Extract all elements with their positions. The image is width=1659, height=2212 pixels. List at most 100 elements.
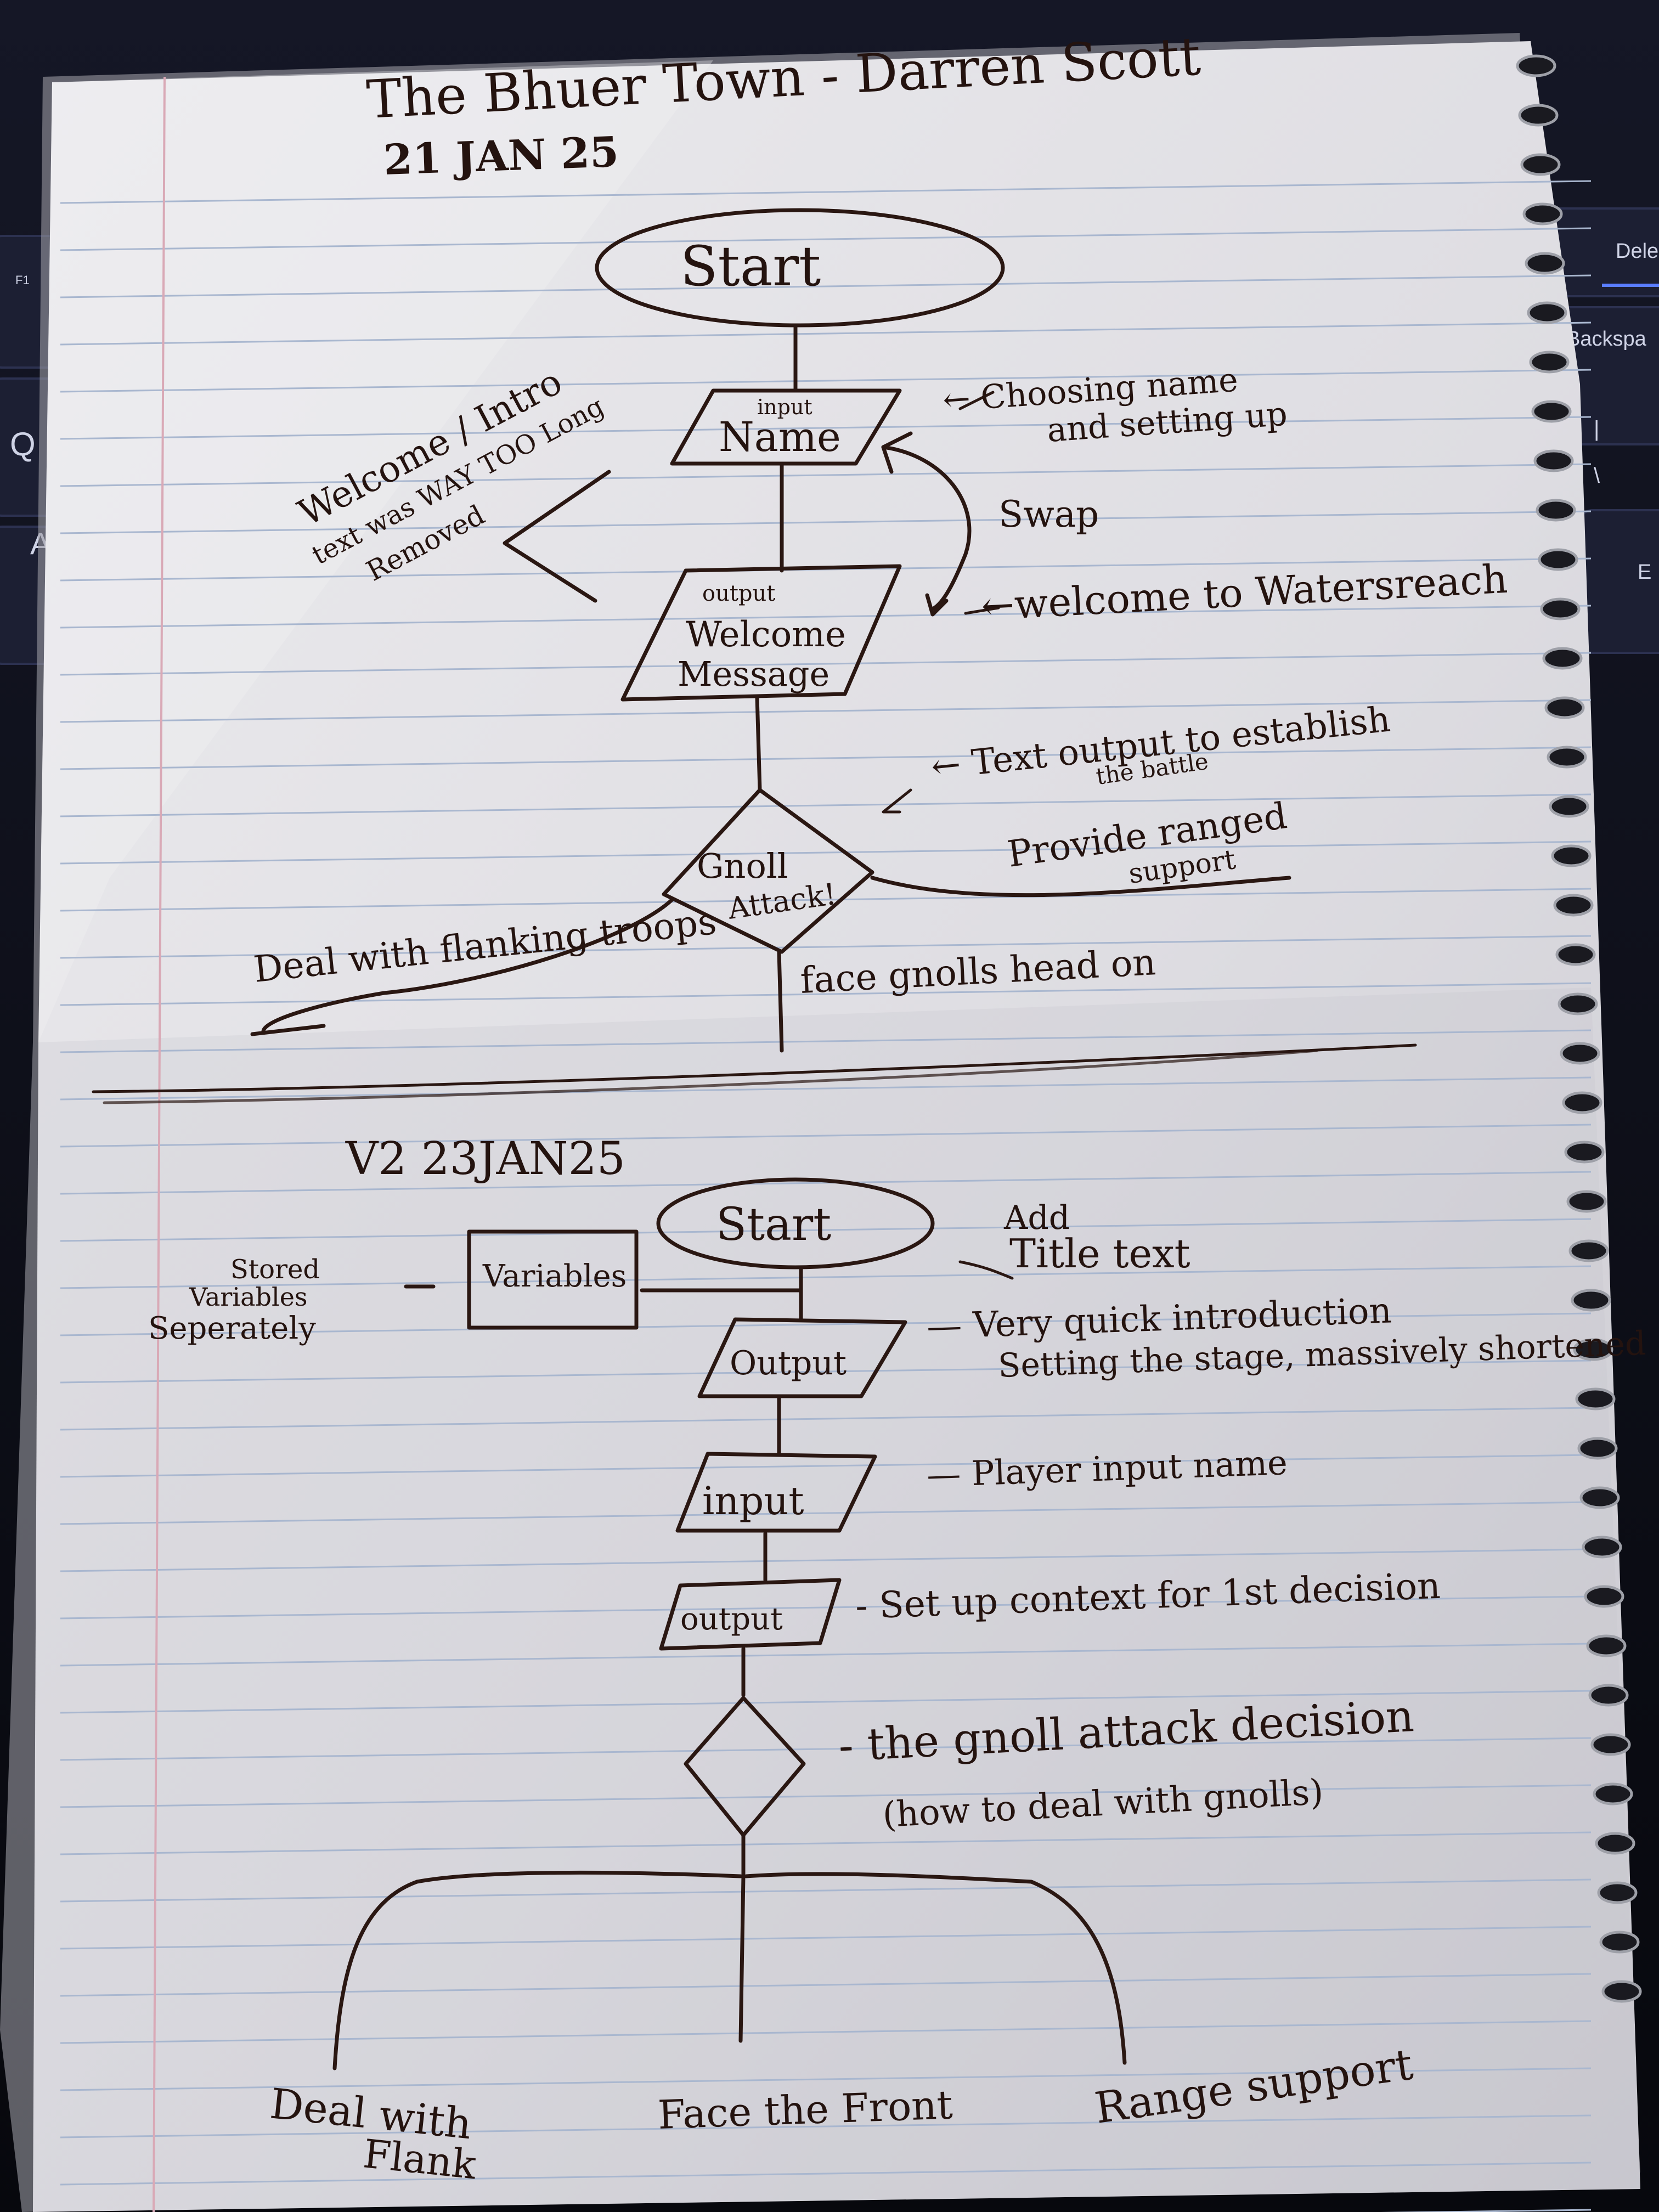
spiral-ring [1584,1585,1624,1608]
ruled-line [60,1218,1592,1242]
ruled-line [60,699,1592,723]
ruled-line [60,1265,1592,1289]
ruled-line [60,1973,1592,1997]
spiral-ring [1522,202,1563,225]
ruled-line [60,1029,1592,1053]
v1-welcome-label: Message [678,654,830,694]
v2-variables-label: Variables [482,1259,627,1294]
ruled-line [60,1548,1592,1572]
spiral-ring [1520,153,1561,176]
key-label: F1 [15,273,30,287]
ruled-line [60,1784,1592,1808]
key-label: Q [10,426,36,462]
spiral-ring [1547,746,1587,769]
v1-welcome-tag: output [702,581,775,606]
ruled-line [60,321,1592,346]
key-label: | [1594,417,1599,441]
key-label: E [1638,561,1651,584]
ruled-line [60,1595,1592,1620]
page-date: 21 JAN 25 [383,127,620,184]
v2-note-stored: Seperately [148,1311,316,1346]
spiral-ring [1558,992,1598,1015]
ruled-line [60,1831,1592,1855]
v2-start-label: Start [716,1199,831,1251]
ruled-line [60,1690,1592,1714]
ruled-line [60,2020,1592,2044]
spiral-ring [1573,1338,1613,1361]
spiral-ring [1529,351,1570,374]
ruled-line [60,1926,1592,1950]
key-label: \ [1594,464,1600,488]
ruled-line [60,652,1592,676]
v1-decision-label: Gnoll [697,846,788,886]
v2-note-title: Add [1003,1199,1070,1237]
version-divider [92,1043,1417,1093]
ruled-line [60,793,1592,817]
v2-note-stored: Variables [189,1282,308,1312]
ruled-line [60,1076,1592,1101]
spiral-ring [1551,844,1592,867]
spiral-ring [1597,1881,1638,1904]
ruled-line [60,1312,1592,1336]
spiral-ring [1588,1684,1629,1707]
spiral-ring [1562,1091,1602,1114]
ruled-line [60,1171,1592,1195]
v2-heading: V2 23JAN25 [345,1133,625,1185]
ruled-line [60,274,1592,298]
spiral-ring [1601,1980,1642,2003]
v2-variables-node: Variables [467,1229,639,1330]
ruled-line [60,1737,1592,1761]
spiral-ring [1553,894,1594,917]
spiral-ring [1582,1536,1622,1559]
spiral-ring [1593,1782,1633,1805]
v2-output-2-label: output [680,1601,783,1637]
v1-name-input-node: input Name [670,388,902,466]
v2-start-node: Start [656,1177,935,1269]
spiral-ring [1525,252,1565,275]
ruled-line [60,510,1592,534]
ruled-line [60,935,1592,959]
ruled-line [60,982,1592,1006]
ruled-line [60,2067,1592,2091]
v1-name-tag: input [757,395,812,419]
v1-gnoll-attack-decision: Gnoll Attack! [662,788,874,954]
ruled-line [60,369,1592,393]
ruled-line [60,180,1592,204]
spiral-ring [1586,1634,1627,1657]
paper-sheet [0,33,1640,2212]
spiral-ring [1549,795,1589,818]
v2-output-1-node: Output [697,1317,907,1398]
ruled-line [60,1359,1592,1384]
spiral-ring [1536,499,1576,522]
ruled-lines [60,180,1592,2212]
spiral-ring [1566,1190,1607,1213]
spiral-ring [1516,54,1556,77]
v1-start-label: Start [680,234,821,298]
v2-output-1-label: Output [730,1344,847,1383]
v1-start-node: Start [595,208,1005,328]
ruled-line [60,746,1592,770]
v1-welcome-output-node: output Welcome Message [620,564,902,702]
spiral-ring [1555,943,1596,966]
margin-line [153,76,166,2212]
ruled-line [60,605,1592,629]
spiral-ring [1577,1437,1618,1460]
ruled-line [60,1878,1592,1903]
ruled-line [60,1501,1592,1525]
spiral-ring [1579,1486,1620,1509]
ruled-line [60,1407,1592,1431]
spiral-ring [1595,1832,1635,1855]
ruled-line [60,840,1592,865]
spiral-ring [1540,597,1581,620]
v2-output-2-node: output [659,1578,842,1651]
v1-note-swap: Swap [998,493,1099,535]
spiral-ring [1568,1239,1609,1262]
spiral-ring [1571,1289,1611,1312]
spiral-ring [1590,1733,1631,1756]
key-label: Dele [1616,240,1658,263]
spiral-ring [1531,400,1572,423]
spiral-ring [1560,1042,1600,1065]
v1-flowchart: Start input Name output Welcome Message … [250,208,1291,1053]
v2-branch-middle: Face the Front [657,2081,953,2138]
